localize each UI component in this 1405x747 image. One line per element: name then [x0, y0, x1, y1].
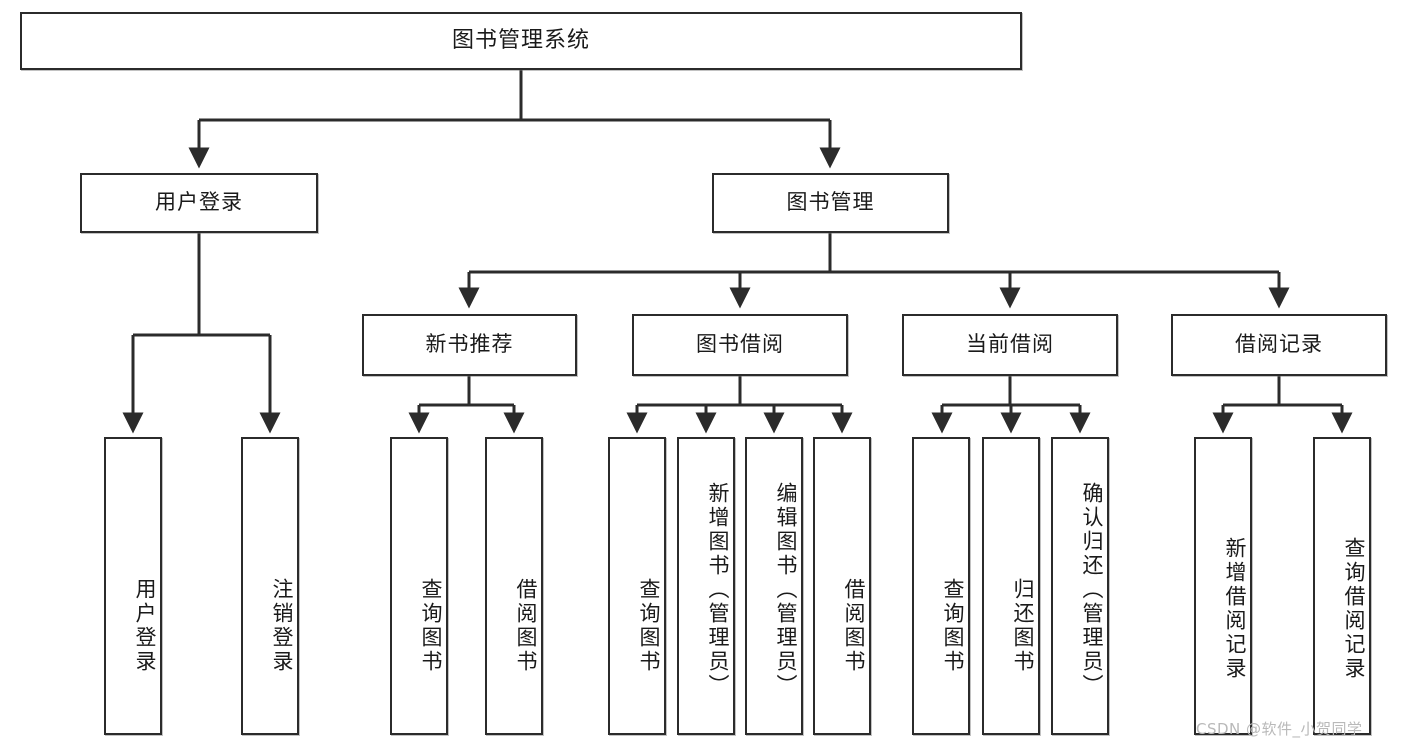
leaf-new-book-query-books[interactable]: 查询图书	[390, 437, 448, 735]
leaf-new-book-borrow-books[interactable]: 借阅图书	[485, 437, 543, 735]
leaf-user-login-logout[interactable]: 注销登录	[241, 437, 299, 735]
leaf-current-borrow-return-books[interactable]: 归还图书	[982, 437, 1040, 735]
node-book-management[interactable]: 图书管理	[712, 173, 949, 233]
leaf-book-borrow-add-book-admin[interactable]: 新增图书（管理员）	[677, 437, 735, 735]
node-user-login[interactable]: 用户登录	[80, 173, 318, 233]
csdn-watermark: CSDN @软件_小贺同学	[1196, 720, 1363, 738]
node-borrow-records[interactable]: 借阅记录	[1171, 314, 1387, 376]
leaf-book-borrow-borrow-books[interactable]: 借阅图书	[813, 437, 871, 735]
leaf-borrow-records-query-record[interactable]: 查询借阅记录	[1313, 437, 1371, 735]
node-root-book-management-system[interactable]: 图书管理系统	[20, 12, 1022, 70]
node-book-borrow[interactable]: 图书借阅	[632, 314, 848, 376]
node-current-borrow[interactable]: 当前借阅	[902, 314, 1118, 376]
leaf-book-borrow-edit-book-admin[interactable]: 编辑图书（管理员）	[745, 437, 803, 735]
leaf-book-borrow-query-books[interactable]: 查询图书	[608, 437, 666, 735]
leaf-user-login-login[interactable]: 用户登录	[104, 437, 162, 735]
node-new-book-recommend[interactable]: 新书推荐	[362, 314, 577, 376]
leaf-current-borrow-confirm-return-admin[interactable]: 确认归还（管理员）	[1051, 437, 1109, 735]
leaf-borrow-records-add-record[interactable]: 新增借阅记录	[1194, 437, 1252, 735]
leaf-current-borrow-query-books[interactable]: 查询图书	[912, 437, 970, 735]
